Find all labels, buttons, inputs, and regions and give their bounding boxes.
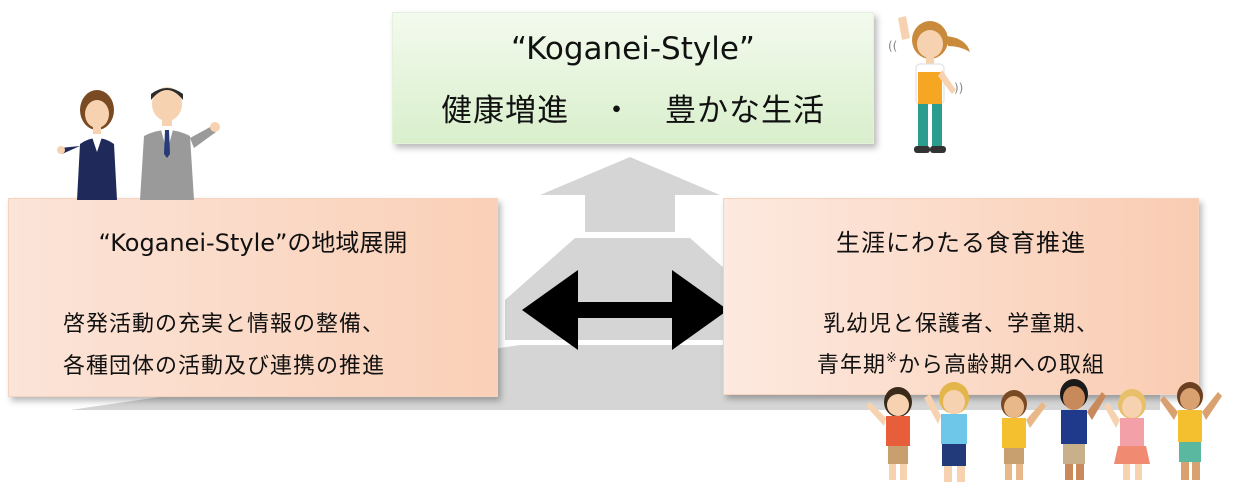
child-3 [1001, 390, 1046, 480]
lifelong-food-education-text-line2: 青年期※から高齢期への取組 [817, 351, 1105, 378]
child-6 [1160, 382, 1222, 480]
goal-subtitle: 健康増進 ・ 豊かな生活 [441, 93, 825, 129]
up-arrow-icon [540, 157, 720, 232]
children-group-icon [866, 379, 1222, 482]
business-people-icon [57, 87, 220, 200]
child-5 [1104, 389, 1150, 480]
svg-text:)): )) [954, 81, 963, 95]
goal-box: “Koganei-Style” 健康増進 ・ 豊かな生活 [392, 12, 874, 144]
regional-deployment-title: “Koganei-Style”の地域展開 [98, 229, 408, 257]
regional-deployment-text-line2: 各種団体の活動及び連携の推進 [63, 354, 386, 379]
footnote-mark: ※ [886, 351, 898, 366]
regional-deployment-box: “Koganei-Style”の地域展開 啓発活動の充実と情報の整備、 各種団体… [8, 198, 498, 397]
child-2 [924, 382, 969, 482]
girl-stretching-icon: (( )) [888, 16, 970, 153]
lifelong-food-education-box: 生涯にわたる食育推進 乳幼児と保護者、学童期、 青年期※から高齢期への取組 [723, 198, 1199, 395]
regional-deployment-text-line1: 啓発活動の充実と情報の整備、 [63, 312, 386, 337]
child-4 [1060, 379, 1106, 480]
goal-title: “Koganei-Style” [511, 31, 755, 67]
child-1 [866, 387, 912, 480]
lifelong-food-education-title: 生涯にわたる食育推進 [836, 229, 1086, 257]
svg-text:((: (( [888, 39, 897, 53]
double-arrow-icon [522, 270, 728, 350]
lifelong-food-education-text-line1: 乳幼児と保護者、学童期、 [822, 312, 1099, 337]
